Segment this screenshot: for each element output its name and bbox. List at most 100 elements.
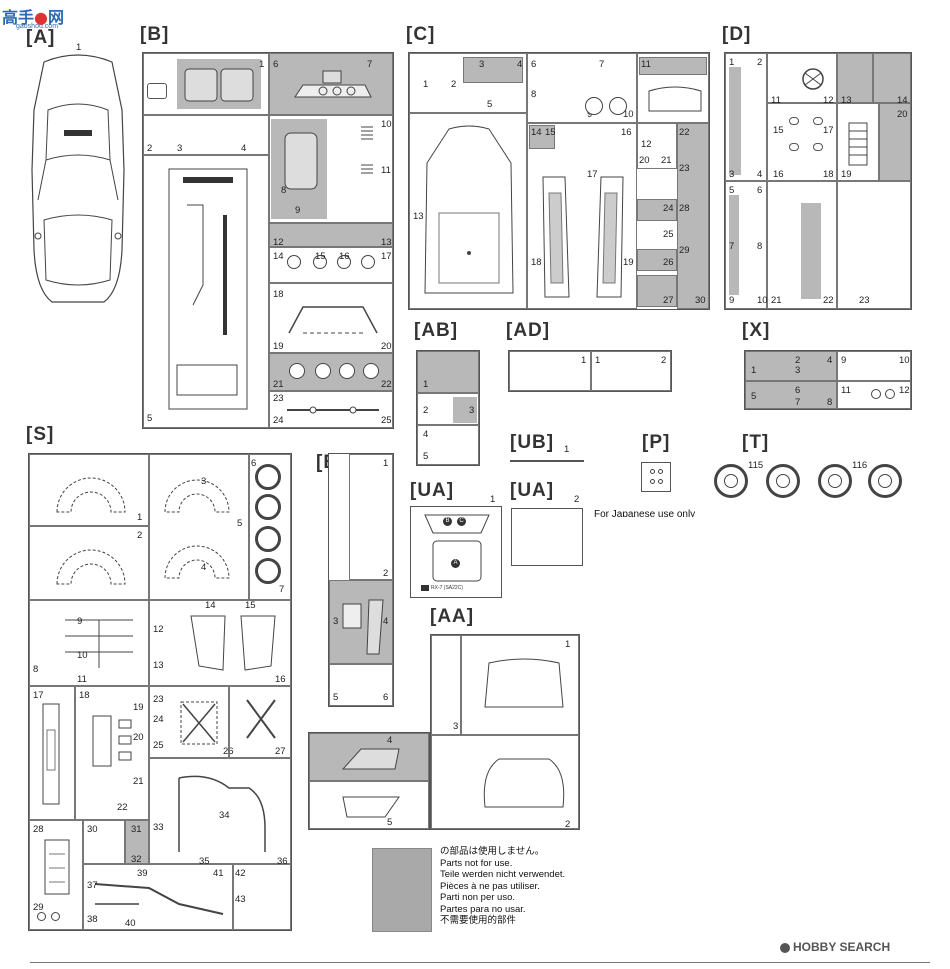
gauge-part xyxy=(609,97,627,115)
cell xyxy=(417,351,479,393)
steering-wheel-part xyxy=(802,68,824,90)
cell xyxy=(837,53,873,103)
sprue-frame-ad: 1 1 2 xyxy=(508,350,672,392)
part-number: 1 xyxy=(564,444,570,455)
cell xyxy=(529,125,555,149)
part-number: 26 xyxy=(223,746,234,757)
part-number: 8 xyxy=(281,185,287,196)
part-number: 2 xyxy=(795,355,801,366)
sprue-frame-ua-1: B C A RX-7 (SA22C) xyxy=(410,506,502,598)
part-number: 10 xyxy=(623,109,634,120)
part-number: 3 xyxy=(479,59,485,70)
part-number: 2 xyxy=(137,530,143,541)
cell xyxy=(873,53,911,103)
part-number: 5 xyxy=(237,518,243,529)
frame-rail-part xyxy=(42,703,60,805)
part-number: 2 xyxy=(757,57,763,68)
part-number: 19 xyxy=(841,169,852,180)
part-number: 1 xyxy=(423,79,429,90)
part-number: 14 xyxy=(531,127,542,138)
part-number: 33 xyxy=(153,822,164,833)
sprue-label-c: [C] xyxy=(406,24,436,45)
gray-strip xyxy=(729,67,741,175)
cell xyxy=(143,53,269,115)
dash-part xyxy=(294,70,372,98)
part-number: 1 xyxy=(76,42,82,53)
seat-part xyxy=(184,68,254,102)
cell xyxy=(143,115,269,155)
wheel-part xyxy=(289,363,305,379)
side-window-part xyxy=(342,796,400,818)
part-number: 21 xyxy=(771,295,782,306)
part-number: 18 xyxy=(273,289,284,300)
cell xyxy=(409,53,527,113)
part-number: 19 xyxy=(273,341,284,352)
sprue-frame-b: 1 6 7 2 3 4 5 8 9 10 11 12 13 14 15 16 1… xyxy=(142,52,394,429)
part-number: 31 xyxy=(131,824,142,835)
part-number: 9 xyxy=(587,109,593,120)
part-number: 4 xyxy=(383,616,389,627)
part-number: 7 xyxy=(729,241,735,252)
gaoshou-logo: 高手●网 xyxy=(2,8,64,27)
part-number: 19 xyxy=(133,702,144,713)
small-part xyxy=(789,117,799,125)
part-number: 6 xyxy=(383,692,389,703)
body-shell-part xyxy=(424,125,514,294)
cell xyxy=(837,381,911,409)
part-number: 24 xyxy=(663,203,674,214)
part-number: 35 xyxy=(199,856,210,867)
cell xyxy=(269,223,393,247)
part-number: 27 xyxy=(275,746,286,757)
part-number: 30 xyxy=(87,824,98,835)
part-number: 3 xyxy=(201,476,207,487)
part-number: 3 xyxy=(795,365,801,376)
part-number: 10 xyxy=(757,295,768,306)
part-number: 3 xyxy=(177,143,183,154)
sprue-label-s: [S] xyxy=(26,424,55,445)
part-number: 13 xyxy=(413,211,424,222)
part-number: 4 xyxy=(201,562,207,573)
part-number: 20 xyxy=(381,341,392,352)
part-number: 4 xyxy=(517,59,523,70)
sprue-label-ua-2: [UA] xyxy=(510,480,555,501)
tire-part xyxy=(818,464,852,498)
part-number: 2 xyxy=(451,79,457,90)
sprue-frame-d: 1 2 3 4 11 12 15 17 16 18 13 14 19 20 5 … xyxy=(724,52,912,310)
cell xyxy=(417,425,479,465)
part-number: 19 xyxy=(623,257,634,268)
wheel-part xyxy=(339,363,355,379)
part-number: 17 xyxy=(823,125,834,136)
part-number: 2 xyxy=(565,819,571,830)
lens-part xyxy=(650,469,655,474)
radiator-part xyxy=(848,122,868,166)
tire-part xyxy=(714,464,748,498)
cell xyxy=(527,123,637,309)
part-number: 27 xyxy=(663,295,674,306)
part-number: 17 xyxy=(587,169,598,180)
part-number: 10 xyxy=(381,119,392,130)
cell xyxy=(29,526,149,600)
windshield-part xyxy=(483,758,565,808)
lens-part xyxy=(658,469,663,474)
wheel-part xyxy=(255,558,281,584)
cell xyxy=(837,103,879,181)
cell xyxy=(125,820,149,864)
part-number: 14 xyxy=(897,95,908,106)
part-number: 8 xyxy=(757,241,763,252)
part-number: 10 xyxy=(899,355,910,366)
sprue-label-p: [P] xyxy=(642,432,671,453)
wheel-part xyxy=(315,363,331,379)
part-number: 116 xyxy=(852,460,868,471)
part-number: 4 xyxy=(423,429,429,440)
part-number: 6 xyxy=(757,185,763,196)
cell xyxy=(149,758,291,864)
ub-part-line xyxy=(510,460,584,462)
cell xyxy=(767,53,837,103)
cell xyxy=(431,735,579,829)
cell xyxy=(637,53,709,123)
side-window-part xyxy=(341,748,400,770)
part-number: 5 xyxy=(729,185,735,196)
part-number: 18 xyxy=(79,690,90,701)
part-number: 12 xyxy=(899,385,910,396)
part-number: 1 xyxy=(137,512,143,523)
